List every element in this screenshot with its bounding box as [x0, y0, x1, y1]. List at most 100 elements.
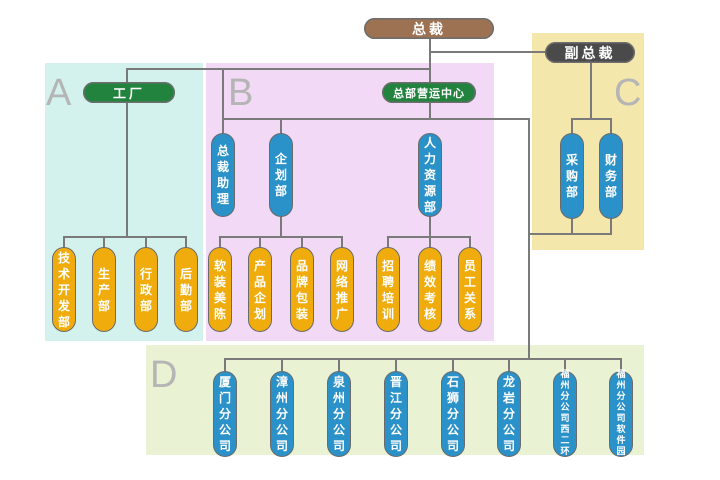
connector — [63, 236, 65, 248]
connector — [564, 358, 566, 372]
factory-dept-node[interactable]: 后勤部 — [174, 247, 198, 332]
node-char: 软 — [616, 425, 626, 435]
node-ceo[interactable]: 总裁 — [364, 18, 494, 39]
connector — [429, 37, 431, 87]
hr-sub-node[interactable]: 绩效考核 — [418, 247, 442, 332]
node-char: 开 — [57, 282, 70, 297]
node-char: 源 — [423, 184, 436, 198]
ops-dept-node[interactable]: 人力资源部 — [418, 133, 442, 217]
vp-dept-node[interactable]: 采购部 — [560, 133, 584, 219]
ops-dept-node[interactable]: 企划部 — [269, 133, 293, 217]
connector — [429, 102, 431, 120]
node-char: 关 — [463, 290, 476, 305]
ops-dept-node[interactable]: 总裁助理 — [211, 133, 235, 217]
node-char: 力 — [423, 152, 436, 166]
node-char: 总 — [216, 144, 229, 158]
planning-sub-node[interactable]: 品牌包装 — [290, 247, 314, 332]
branch-node[interactable]: 石狮分公司 — [441, 371, 465, 457]
node-char: 陈 — [213, 306, 226, 321]
connector — [469, 236, 471, 248]
node-char: 广 — [335, 306, 348, 321]
node-char: 购 — [565, 169, 578, 183]
node-char: 人 — [423, 136, 436, 150]
node-char: 分 — [502, 407, 515, 421]
node-char: 美 — [213, 290, 226, 305]
connector — [508, 358, 510, 372]
factory-dept-node[interactable]: 生产部 — [92, 247, 116, 332]
node-char: 部 — [274, 184, 287, 198]
connector — [126, 68, 431, 70]
connector — [341, 236, 343, 248]
connector — [620, 358, 622, 372]
node-char: 行 — [139, 266, 152, 281]
region-label-d: D — [150, 354, 178, 396]
hr-sub-node[interactable]: 招聘培训 — [376, 247, 400, 332]
node-char: 核 — [423, 306, 436, 321]
branch-node[interactable]: 泉州分公司 — [327, 371, 351, 457]
node-char: 训 — [381, 306, 394, 321]
node-char: 司 — [218, 439, 231, 453]
node-char: 福 — [560, 370, 570, 380]
vp-dept-node[interactable]: 财务部 — [599, 133, 623, 219]
node-char: 分 — [446, 407, 459, 421]
node-char: 产 — [97, 282, 110, 297]
branch-node[interactable]: 龙岩分公司 — [497, 371, 521, 457]
node-char: 司 — [332, 439, 345, 453]
branch-node[interactable]: 漳州分公司 — [270, 371, 294, 457]
node-char: 系 — [463, 306, 476, 321]
connector — [280, 216, 282, 238]
connector — [103, 236, 105, 248]
node-char: 公 — [332, 423, 345, 437]
node-char: 划 — [274, 168, 287, 182]
node-char: 州 — [332, 391, 345, 405]
branch-node[interactable]: 厦门分公司 — [213, 371, 237, 457]
node-char: 司 — [616, 414, 626, 424]
planning-sub-node[interactable]: 软装美陈 — [208, 247, 232, 332]
node-char: 资 — [423, 168, 436, 182]
node-char: 部 — [423, 200, 436, 214]
connector — [259, 236, 261, 248]
node-char: 发 — [57, 298, 70, 313]
branch-node[interactable]: 福州分公司西二环 — [553, 370, 577, 457]
node-char: 勤 — [179, 282, 192, 297]
hr-sub-node[interactable]: 员工关系 — [458, 247, 482, 332]
connector — [571, 118, 612, 120]
node-ops-center[interactable]: 总部营运中心 — [382, 82, 476, 103]
node-char: 理 — [216, 192, 229, 206]
planning-sub-node[interactable]: 产品企划 — [248, 247, 272, 332]
factory-dept-node[interactable]: 技术开发部 — [52, 247, 76, 332]
node-char: 公 — [616, 403, 626, 413]
node-char: 石 — [446, 375, 459, 389]
node-char: 招 — [381, 258, 394, 273]
factory-dept-node[interactable]: 行政部 — [134, 247, 158, 332]
node-char: 绩 — [423, 258, 436, 273]
node-char: 务 — [604, 169, 617, 183]
node-char: 部 — [179, 298, 192, 313]
node-char: 财 — [604, 153, 617, 167]
connector — [222, 118, 224, 134]
node-char: 技 — [57, 250, 70, 265]
node-char: 岩 — [502, 391, 515, 405]
connector — [63, 236, 187, 238]
node-char: 分 — [616, 392, 626, 402]
connector — [387, 236, 389, 248]
region-c — [532, 33, 644, 250]
node-char: 龙 — [502, 375, 515, 389]
node-char: 漳 — [275, 375, 288, 389]
connector — [429, 51, 549, 53]
branch-node[interactable]: 晋江分公司 — [384, 371, 408, 457]
node-char: 司 — [389, 439, 402, 453]
node-char: 分 — [560, 392, 570, 402]
node-vice-president[interactable]: 副总裁 — [545, 42, 635, 63]
node-char: 政 — [139, 282, 152, 297]
node-char: 州 — [616, 381, 626, 391]
connector — [219, 236, 221, 248]
branch-node[interactable]: 福州分公司软件园 — [609, 370, 633, 457]
connector — [145, 236, 147, 248]
connector — [571, 118, 573, 134]
connector — [224, 358, 226, 372]
planning-sub-node[interactable]: 网络推广 — [330, 247, 354, 332]
region-label-a: A — [46, 72, 72, 114]
node-char: 公 — [218, 423, 231, 437]
node-factory[interactable]: 工厂 — [83, 82, 175, 103]
